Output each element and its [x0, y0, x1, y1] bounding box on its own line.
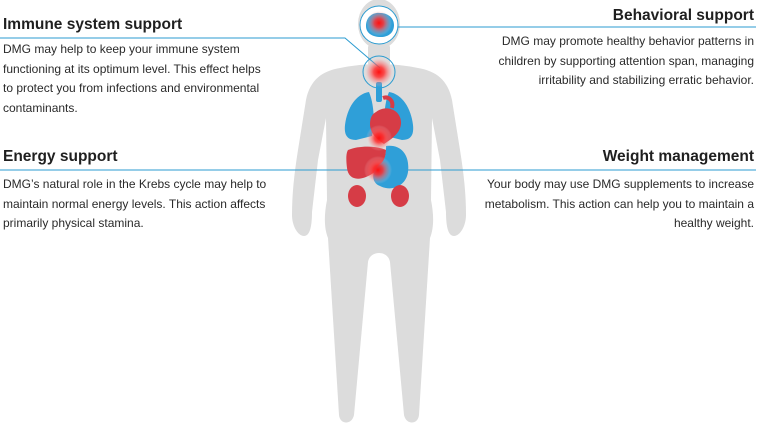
behavioral-support-title: Behavioral support [612, 7, 754, 24]
highlight-glows [364, 10, 394, 184]
connector-lines [0, 26, 756, 171]
energy-support-callout: Energy support DMG’s natural role in the… [3, 147, 268, 234]
kidney-icon [348, 185, 409, 207]
immune-support-title: Immune system support [3, 16, 183, 33]
energy-support-title: Energy support [3, 148, 118, 165]
thyroid-glow [364, 57, 394, 87]
weight-management-callout: Weight management Your body may use DMG … [484, 147, 754, 234]
immune-support-text: DMG may help to keep your immune system … [3, 42, 261, 115]
immune-connector [0, 37, 381, 69]
immune-support-callout: Immune system support DMG may help to ke… [3, 15, 263, 118]
brain-glow [366, 10, 392, 36]
weight-management-text: Your body may use DMG supplements to inc… [484, 177, 754, 230]
heart-glow [366, 125, 392, 151]
weight-management-title: Weight management [602, 148, 754, 165]
metabolism-glow [364, 156, 392, 184]
behavioral-support-text: DMG may promote healthy behavior pattern… [498, 34, 754, 87]
behavioral-support-callout: Behavioral support DMG may promote healt… [484, 6, 754, 91]
energy-support-text: DMG’s natural role in the Krebs cycle ma… [3, 177, 267, 230]
